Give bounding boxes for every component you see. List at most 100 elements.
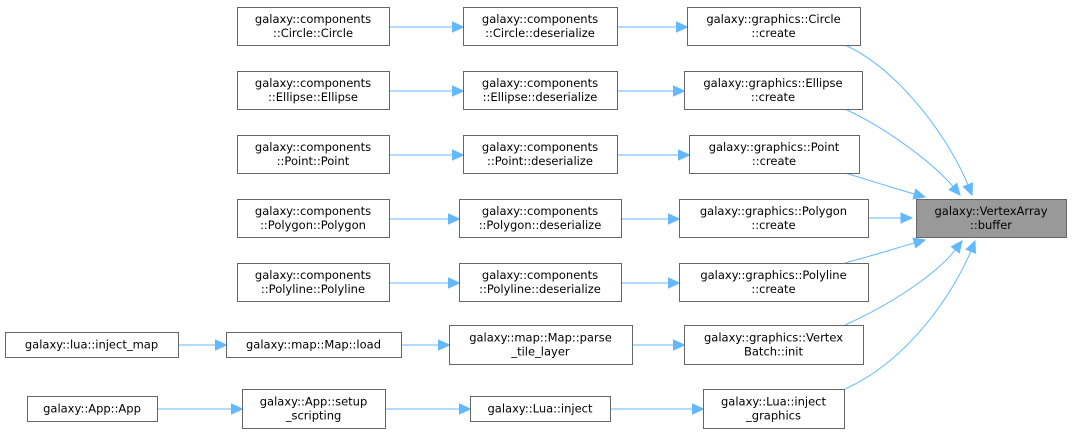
arrow-head-icon	[438, 339, 451, 351]
arrow-head-icon	[673, 339, 686, 351]
edge-n_circle_ctor-to-n_circle_deser	[389, 21, 465, 33]
node-label-line: galaxy::components	[482, 140, 598, 154]
edge-n_circle_deser-to-n_circle_create	[617, 21, 689, 33]
node-box	[242, 389, 386, 429]
arrow-head-icon	[459, 403, 472, 415]
node-label-line: ::create	[751, 26, 795, 40]
node-label-line: ::Circle::Circle	[273, 26, 353, 40]
graph-node[interactable]: galaxy::components::Point::deserialize	[463, 135, 618, 174]
node-label-line: ::Point::deserialize	[487, 154, 593, 168]
edge-n_lua_inject-to-n_inject_graphics	[610, 403, 705, 415]
edge-n_setup_scripting-to-n_lua_inject	[385, 403, 472, 415]
node-box	[687, 7, 861, 46]
edge-n_circle_create-to-n_buffer	[844, 44, 974, 197]
node-box	[237, 7, 390, 46]
edge-n_inject_graphics-to-n_buffer	[844, 239, 977, 390]
edge-n_vbatch_init-to-n_buffer	[844, 240, 963, 326]
graph-node[interactable]: galaxy::map::Map::load	[226, 332, 402, 358]
arrow-head-icon	[912, 188, 927, 200]
node-label-line: ::Circle::deserialize	[485, 26, 595, 40]
edge-line	[844, 242, 916, 264]
graph-node[interactable]: galaxy::graphics::Polygon::create	[679, 199, 869, 238]
node-label-line: ::Polygon::Polygon	[260, 218, 366, 232]
edge-n_ellipse_create-to-n_buffer	[844, 108, 961, 196]
graph-node[interactable]: galaxy::graphics::Point::create	[689, 135, 860, 174]
graph-node[interactable]: galaxy::Lua::inject_graphics	[703, 389, 845, 429]
arrow-head-icon	[900, 212, 914, 224]
edge-line	[844, 172, 916, 195]
graph-node[interactable]: galaxy::components::Circle::Circle	[237, 7, 390, 46]
node-label-line: galaxy::graphics::Polygon	[700, 204, 847, 218]
graph-node[interactable]: galaxy::lua::inject_map	[5, 332, 179, 358]
graph-node[interactable]: galaxy::components::Polyline::deserializ…	[459, 263, 622, 302]
node-label-line: ::Polyline::deserialize	[479, 282, 601, 296]
node-label-line: galaxy::components	[482, 268, 598, 282]
node-label-line: ::create	[751, 218, 795, 232]
node-label-line: _graphics	[745, 409, 801, 423]
edge-n_polyline_create-to-n_buffer	[844, 237, 927, 264]
graph-node[interactable]: galaxy::components::Polygon::Polygon	[237, 199, 390, 238]
graph-node[interactable]: galaxy::components::Polyline::Polyline	[237, 263, 390, 302]
arrow-head-icon	[215, 339, 228, 351]
edge-n_parse_tile-to-n_vbatch_init	[632, 339, 686, 351]
arrow-head-icon	[452, 85, 465, 97]
edge-n_inject_map-to-n_map_load	[178, 339, 228, 351]
arrow-head-icon	[676, 21, 689, 33]
target-node[interactable]: galaxy::VertexArray::buffer	[916, 199, 1067, 238]
node-label-line: ::Ellipse::Ellipse	[268, 90, 358, 104]
edge-n_polygon_deser-to-n_polygon_create	[621, 213, 681, 225]
node-label-line: galaxy::graphics::Point	[709, 140, 840, 154]
node-box	[5, 332, 179, 358]
graph-node[interactable]: galaxy::map::Map::parse_tile_layer	[449, 325, 633, 365]
edge-n_polygon_create-to-n_buffer	[868, 212, 914, 224]
node-label-line: galaxy::components	[482, 12, 598, 26]
edge-n_point_deser-to-n_point_create	[617, 149, 691, 161]
node-box	[459, 263, 622, 302]
nodes-layer: galaxy::VertexArray::buffergalaxy::graph…	[5, 7, 1067, 429]
graph-node[interactable]: galaxy::Lua::inject	[470, 396, 611, 422]
edge-n_polygon_ctor-to-n_polygon_deser	[389, 213, 461, 225]
graph-node[interactable]: galaxy::App::App	[27, 396, 158, 422]
node-box	[463, 135, 618, 174]
node-label-line: galaxy::components	[255, 140, 371, 154]
edges-layer	[157, 21, 977, 415]
node-box	[684, 325, 864, 365]
graph-node[interactable]: galaxy::graphics::Polyline::create	[679, 263, 869, 302]
node-box	[679, 199, 869, 238]
graph-node[interactable]: galaxy::components::Circle::deserialize	[463, 7, 618, 46]
edge-line	[844, 108, 954, 188]
edge-line	[844, 44, 969, 186]
node-label-line: Batch::init	[744, 345, 803, 359]
edge-n_map_load-to-n_parse_tile	[401, 339, 451, 351]
node-label-line: _tile_layer	[510, 345, 570, 359]
node-label-line: galaxy::graphics::Polyline	[700, 268, 846, 282]
node-label-line: ::buffer	[970, 218, 1012, 232]
graph-node[interactable]: galaxy::graphics::Circle::create	[687, 7, 861, 46]
edge-n_ellipse_deser-to-n_ellipse_create	[617, 85, 686, 97]
graph-node[interactable]: galaxy::components::Ellipse::Ellipse	[237, 71, 390, 110]
arrow-head-icon	[452, 149, 465, 161]
node-label-line: galaxy::graphics::Ellipse	[703, 76, 842, 90]
node-box	[679, 263, 869, 302]
node-box	[703, 389, 845, 429]
arrow-head-icon	[912, 237, 927, 249]
node-label-line: galaxy::graphics::Vertex	[704, 331, 843, 345]
edge-line	[844, 250, 972, 390]
node-label-line: ::Polygon::deserialize	[479, 218, 602, 232]
graph-node[interactable]: galaxy::graphics::Ellipse::create	[684, 71, 863, 110]
node-label-line: galaxy::components	[482, 204, 598, 218]
graph-node[interactable]: galaxy::components::Point::Point	[237, 135, 390, 174]
node-label-line: ::Point::Point	[277, 154, 350, 168]
arrow-head-icon	[231, 403, 244, 415]
node-label-line: ::create	[752, 154, 796, 168]
edge-n_ellipse_ctor-to-n_ellipse_deser	[389, 85, 465, 97]
graph-node[interactable]: galaxy::App::setup_scripting	[242, 389, 386, 429]
arrow-head-icon	[452, 21, 465, 33]
arrow-head-icon	[948, 182, 961, 196]
graph-node[interactable]: galaxy::components::Polygon::deserialize	[459, 199, 622, 238]
node-label-line: galaxy::components	[255, 204, 371, 218]
node-label-line: galaxy::map::Map::load	[246, 338, 381, 352]
graph-node[interactable]: galaxy::components::Ellipse::deserialize	[463, 71, 618, 110]
